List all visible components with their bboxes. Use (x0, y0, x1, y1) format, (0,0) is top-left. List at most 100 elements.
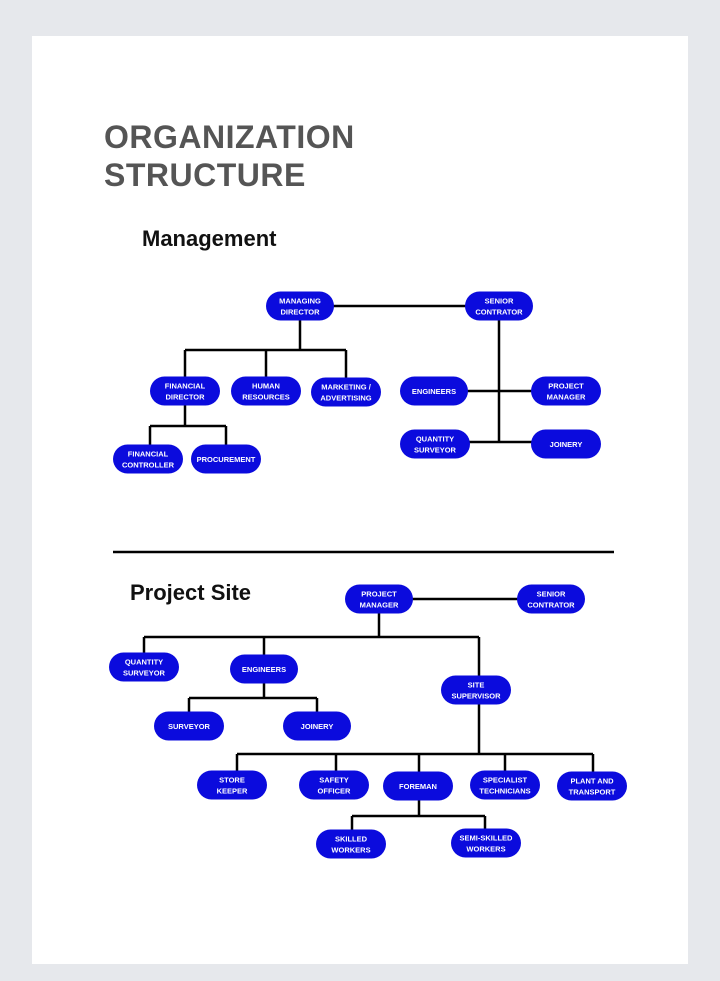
org-node-label: SENIOR (537, 590, 566, 599)
org-node-shape (400, 376, 468, 406)
org-node-shape (441, 675, 511, 705)
org-node-label: JOINERY (301, 722, 334, 731)
org-node-shape (465, 291, 533, 321)
org-node-shape (150, 376, 220, 406)
org-node-label: MANAGER (360, 601, 399, 610)
org-node-shape (109, 652, 179, 682)
org-node-project-site-fm: FOREMAN (383, 771, 453, 801)
org-node-label: SPECIALIST (483, 776, 528, 785)
org-node-label: FOREMAN (399, 782, 437, 791)
org-node-project-site-pt: PLANT AND TRANSPORT (557, 771, 627, 801)
org-node-shape (451, 828, 521, 858)
org-node-project-site-qs: QUANTITY SURVEYOR (109, 652, 179, 682)
org-node-management-en: ENGINEERS (400, 376, 468, 406)
page-title-line-2: STRUCTURE (104, 157, 306, 193)
org-node-project-site-ssw: SEMI-SKILLED WORKERS (451, 828, 521, 858)
org-node-label: QUANTITY (125, 658, 163, 667)
org-node-label: SURVEYOR (168, 722, 211, 731)
org-node-label: OFFICER (318, 787, 351, 796)
org-node-project-site-jo: JOINERY (283, 711, 351, 741)
org-node-management-fd: FINANCIAL DIRECTOR (150, 376, 220, 406)
org-node-label: QUANTITY (416, 435, 454, 444)
org-node-shape (383, 771, 453, 801)
org-node-management-pr: PROCUREMENT (191, 444, 261, 474)
org-node-shape (557, 771, 627, 801)
org-node-management-jo: JOINERY (531, 429, 601, 459)
org-node-shape (283, 711, 351, 741)
org-node-label: MANAGING (279, 297, 321, 306)
org-node-shape (400, 429, 470, 459)
org-node-shape (531, 376, 601, 406)
org-node-label: STORE (219, 776, 245, 785)
org-node-project-site-en: ENGINEERS (230, 654, 298, 684)
org-node-management-qs: QUANTITY SURVEYOR (400, 429, 470, 459)
org-node-label: MARKETING / (321, 383, 371, 392)
org-node-label: SENIOR (485, 297, 514, 306)
org-node-management-mk: MARKETING / ADVERTISING (311, 377, 381, 407)
org-node-label: PLANT AND (570, 777, 614, 786)
org-node-shape (113, 444, 183, 474)
org-node-shape (531, 429, 601, 459)
org-node-label: SEMI-SKILLED (460, 834, 514, 843)
org-node-label: SAFETY (319, 776, 349, 785)
org-node-shape (266, 291, 334, 321)
management-heading: Management (142, 226, 277, 251)
org-node-label: MANAGER (547, 393, 586, 402)
org-nodes: MANAGING DIRECTOR SENIOR CONTRATOR FINANCIAL… (109, 291, 627, 859)
project-site-heading: Project Site (130, 580, 252, 605)
org-node-label: WORKERS (331, 846, 370, 855)
org-node-management-fc: FINANCIAL CONTROLLER (113, 444, 183, 474)
page-title: ORGANIZATION STRUCTURE (104, 118, 355, 194)
org-node-shape (230, 654, 298, 684)
org-node-shape (197, 770, 267, 800)
org-node-label: FINANCIAL (128, 450, 169, 459)
org-node-label: CONTRATOR (475, 308, 523, 317)
org-node-label: PROJECT (548, 382, 584, 391)
org-node-management-hr: HUMAN RESOURCES (231, 376, 301, 406)
org-node-shape (316, 829, 386, 859)
org-node-shape (470, 770, 540, 800)
org-node-project-site-sc: SENIOR CONTRATOR (517, 584, 585, 614)
org-node-project-site-sv: SURVEYOR (154, 711, 224, 741)
org-node-project-site-ss: SITE SUPERVISOR (441, 675, 511, 705)
org-node-label: PROJECT (361, 590, 397, 599)
org-node-label: KEEPER (217, 787, 248, 796)
org-node-label: HUMAN (252, 382, 280, 391)
org-node-label: TRANSPORT (569, 788, 616, 797)
org-node-management-sc: SENIOR CONTRATOR (465, 291, 533, 321)
org-node-shape (311, 377, 381, 407)
org-node-management-pm: PROJECT MANAGER (531, 376, 601, 406)
org-node-shape (191, 444, 261, 474)
org-node-label: CONTROLLER (122, 461, 175, 470)
org-node-label: CONTRATOR (527, 601, 575, 610)
org-node-label: ENGINEERS (412, 387, 456, 396)
org-node-label: SUPERVISOR (451, 692, 501, 701)
org-node-shape (231, 376, 301, 406)
org-node-project-site-pm: PROJECT MANAGER (345, 584, 413, 614)
org-node-label: ADVERTISING (320, 394, 371, 403)
org-node-label: SKILLED (335, 835, 368, 844)
org-node-project-site-so: SAFETY OFFICER (299, 770, 369, 800)
org-node-label: ENGINEERS (242, 665, 286, 674)
document-page: ORGANIZATION STRUCTURE Management Projec… (32, 36, 688, 964)
org-node-project-site-sw: SKILLED WORKERS (316, 829, 386, 859)
org-node-label: DIRECTOR (280, 308, 320, 317)
org-node-label: RESOURCES (242, 393, 290, 402)
org-node-label: JOINERY (550, 440, 583, 449)
page-title-line-1: ORGANIZATION (104, 119, 355, 155)
org-node-shape (345, 584, 413, 614)
org-node-shape (299, 770, 369, 800)
org-node-label: SITE (468, 681, 485, 690)
org-node-management-md: MANAGING DIRECTOR (266, 291, 334, 321)
org-node-label: SURVEYOR (414, 446, 457, 455)
org-node-label: DIRECTOR (165, 393, 205, 402)
org-node-shape (517, 584, 585, 614)
org-node-label: WORKERS (466, 845, 505, 854)
org-node-label: FINANCIAL (165, 382, 206, 391)
org-node-label: PROCUREMENT (197, 455, 256, 464)
org-node-project-site-sk: STORE KEEPER (197, 770, 267, 800)
org-node-label: SURVEYOR (123, 669, 166, 678)
org-node-shape (154, 711, 224, 741)
